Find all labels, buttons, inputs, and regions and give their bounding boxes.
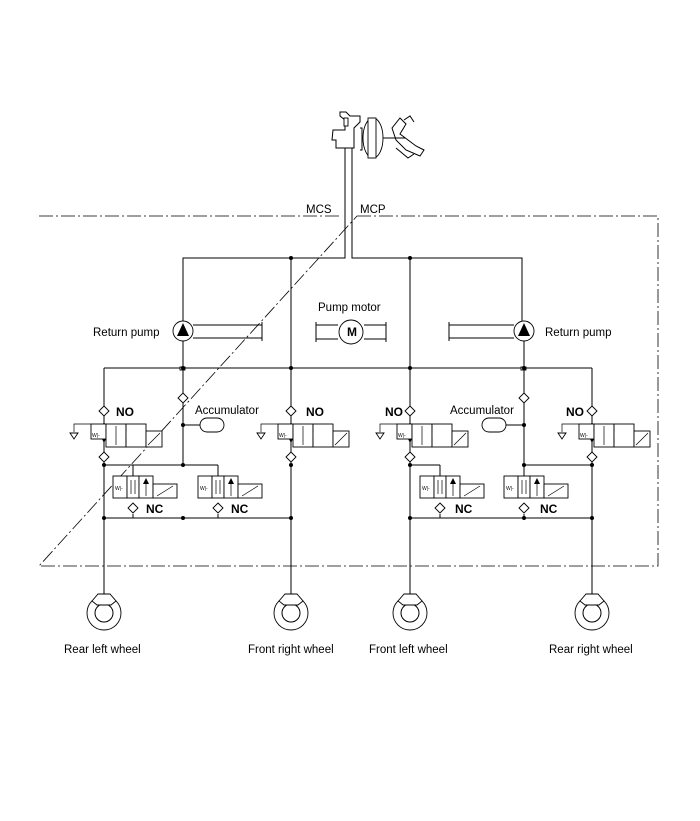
accumulator-left-icon bbox=[199, 417, 225, 433]
motor-symbol: M bbox=[347, 325, 357, 339]
nc-outlet-valves: W|- W|- W|- W|- bbox=[103, 464, 592, 519]
no-valve-rear-left: W|- bbox=[69, 405, 163, 463]
wheel-rear-right-icon bbox=[574, 590, 610, 631]
mcs-label: MCS bbox=[306, 204, 332, 216]
accumulator-left-label: Accumulator bbox=[195, 405, 259, 417]
return-pump-left-label: Return pump bbox=[93, 327, 159, 339]
nc-label-4: NC bbox=[540, 502, 558, 516]
no-valve-front-left: W|- bbox=[375, 405, 469, 463]
wheel-rear-left-icon bbox=[86, 590, 122, 631]
nc-label-1: NC bbox=[146, 502, 164, 516]
accumulator-right-icon bbox=[481, 417, 507, 433]
svg-text:W|-: W|- bbox=[200, 486, 208, 492]
nc-valve-front-right: W|- bbox=[197, 465, 263, 518]
svg-text:W|-: W|- bbox=[115, 486, 123, 492]
svg-text:W|-: W|- bbox=[92, 433, 100, 439]
filter-diamonds bbox=[177, 392, 530, 404]
no-valve-front-right: W|- bbox=[256, 405, 350, 463]
wheel-label-rear-left: Rear left wheel bbox=[64, 644, 141, 656]
return-pump-right-label: Return pump bbox=[545, 327, 611, 339]
wheel-brakes bbox=[86, 590, 610, 631]
svg-text:W|-: W|- bbox=[580, 433, 588, 439]
mcs-line bbox=[182, 148, 346, 322]
nc-valve-front-left: W|- bbox=[419, 465, 485, 518]
no-label-4: NO bbox=[566, 405, 584, 419]
nc-label-3: NC bbox=[455, 502, 473, 516]
wheel-front-right-icon bbox=[273, 590, 309, 631]
no-label-3: NO bbox=[385, 405, 403, 419]
no-label-2: NO bbox=[306, 405, 324, 419]
hecu-boundary bbox=[38, 215, 659, 567]
pump-motor-label: Pump motor bbox=[318, 302, 381, 314]
svg-text:W|-: W|- bbox=[506, 486, 514, 492]
wheel-label-front-right: Front right wheel bbox=[248, 644, 334, 656]
wheel-front-left-icon bbox=[392, 590, 428, 631]
mcp-line bbox=[351, 148, 523, 322]
svg-text:W|-: W|- bbox=[422, 486, 430, 492]
nc-valve-rear-right: W|- bbox=[503, 465, 569, 518]
mcp-label: MCP bbox=[360, 204, 386, 216]
nc-label-2: NC bbox=[231, 502, 249, 516]
svg-text:W|-: W|- bbox=[279, 433, 287, 439]
no-inlet-valves: W|- W|- W|- W|- bbox=[69, 405, 651, 463]
svg-text:W|-: W|- bbox=[398, 433, 406, 439]
return-pump-right-icon bbox=[448, 320, 535, 342]
accumulator-right-label: Accumulator bbox=[450, 405, 514, 417]
no-label-1: NO bbox=[116, 405, 134, 419]
return-pump-left-icon bbox=[172, 320, 263, 342]
no-valve-rear-right: W|- bbox=[557, 405, 651, 463]
wheel-label-front-left: Front left wheel bbox=[369, 644, 448, 656]
master-cylinder-icon bbox=[331, 111, 425, 159]
nc-valve-rear-left: W|- bbox=[112, 465, 178, 518]
pump-motor-icon bbox=[315, 319, 387, 345]
wheel-label-rear-right: Rear right wheel bbox=[549, 644, 633, 656]
